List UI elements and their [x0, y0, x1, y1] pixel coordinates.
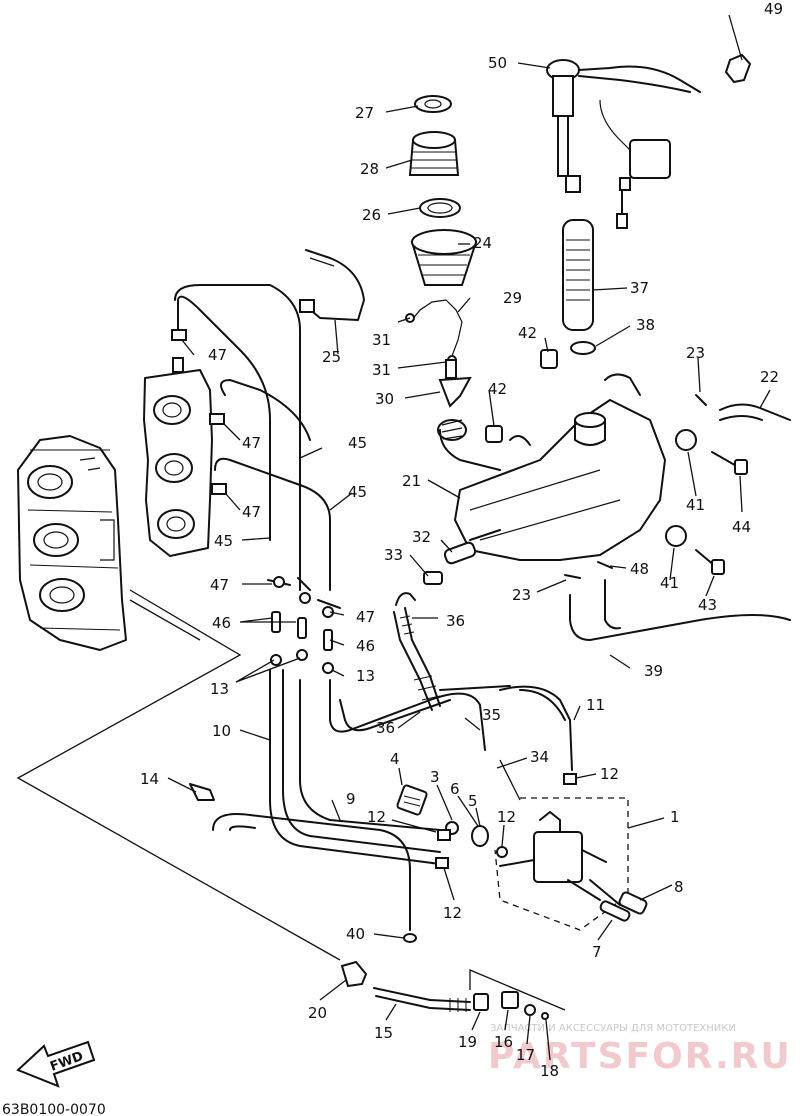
callout-14: 14	[140, 770, 159, 788]
callout-46: 46	[212, 614, 231, 632]
callout-20: 20	[308, 1004, 327, 1022]
callout-46: 46	[356, 637, 375, 655]
callout-38: 38	[636, 316, 655, 334]
callout-47: 47	[242, 503, 261, 521]
callout-22: 22	[760, 368, 779, 386]
small-hardware	[423, 349, 791, 585]
callout-16: 16	[494, 1033, 513, 1051]
fuel-hoses-lower	[212, 669, 441, 943]
callout-35: 35	[482, 706, 501, 724]
callout-13: 13	[356, 667, 375, 685]
callout-17: 17	[516, 1046, 535, 1064]
fuel-hose-36	[393, 592, 441, 711]
callout-12: 12	[367, 808, 386, 826]
callout-28: 28	[360, 160, 379, 178]
fuel-hoses-right	[329, 579, 791, 771]
callout-25: 25	[322, 348, 341, 366]
callout-8: 8	[674, 878, 684, 896]
callout-4: 4	[390, 750, 400, 768]
fuel-level-sender-50	[546, 53, 752, 229]
fuel-inlet-hose-15	[340, 960, 549, 1020]
callout-10: 10	[212, 722, 231, 740]
callout-48: 48	[630, 560, 649, 578]
callout-13: 13	[210, 680, 229, 698]
callout-41: 41	[686, 496, 705, 514]
callout-27: 27	[355, 104, 374, 122]
callout-47: 47	[208, 346, 227, 364]
callout-1: 1	[670, 808, 680, 826]
engine-block	[17, 435, 127, 651]
callout-44: 44	[732, 518, 751, 536]
filler-cap-assembly	[408, 95, 478, 286]
callout-36: 36	[376, 719, 395, 737]
callout-19: 19	[458, 1033, 477, 1051]
callout-11: 11	[586, 696, 605, 714]
callout-12: 12	[497, 808, 516, 826]
guide-lines	[16, 589, 566, 1011]
callout-23: 23	[686, 344, 705, 362]
callout-36: 36	[446, 612, 465, 630]
callout-31: 31	[372, 331, 391, 349]
callout-9: 9	[346, 790, 356, 808]
forward-direction-badge: FWD	[16, 1040, 96, 1088]
callout-47: 47	[356, 608, 375, 626]
callout-26: 26	[362, 206, 381, 224]
callout-30: 30	[375, 390, 394, 408]
diagram-code: 63B0100-0070	[2, 1102, 106, 1116]
callout-50: 50	[488, 54, 507, 72]
watermark-line1: ЗАПЧАСТИ И АКСЕССУАРЫ ДЛЯ МОТОТЕХНИКИ	[490, 1023, 736, 1034]
callout-12: 12	[600, 765, 619, 783]
callout-41: 41	[660, 574, 679, 592]
strap-and-chain	[299, 249, 472, 408]
callout-23: 23	[512, 586, 531, 604]
callout-3: 3	[430, 768, 440, 786]
callout-45: 45	[348, 483, 367, 501]
callout-18: 18	[540, 1062, 559, 1080]
callout-32: 32	[412, 528, 431, 546]
vapor-separator-tank-21	[437, 373, 666, 561]
callout-15: 15	[374, 1024, 393, 1042]
callout-7: 7	[592, 943, 602, 961]
callout-42: 42	[518, 324, 537, 342]
callout-12: 12	[443, 904, 462, 922]
callout-43: 43	[698, 596, 717, 614]
callout-31: 31	[372, 361, 391, 379]
callout-45: 45	[348, 434, 367, 452]
callout-49: 49	[764, 0, 783, 18]
callout-labels: 49 50 27 28 26 24 29 37 38 42 31 25 31 2…	[140, 0, 783, 1080]
fuel-filter-37	[562, 219, 596, 355]
intake-manifold	[143, 357, 213, 557]
watermark: ЗАПЧАСТИ И АКСЕССУАРЫ ДЛЯ МОТОТЕХНИКИ PA…	[488, 1023, 792, 1077]
callout-37: 37	[630, 279, 649, 297]
fuel-pump-assembly-1	[396, 773, 648, 931]
callout-5: 5	[468, 792, 478, 810]
leader-lines	[167, 14, 771, 1061]
callout-45: 45	[214, 532, 233, 550]
callout-33: 33	[384, 546, 403, 564]
callout-39: 39	[644, 662, 663, 680]
callout-34: 34	[530, 748, 549, 766]
callout-40: 40	[346, 925, 365, 943]
fuel-hose-45	[174, 284, 331, 591]
callout-21: 21	[402, 472, 421, 490]
callout-24: 24	[473, 234, 492, 252]
watermark-line2: PARTSFOR.RU	[488, 1036, 792, 1077]
callout-42: 42	[488, 380, 507, 398]
callout-47: 47	[242, 434, 261, 452]
callout-47: 47	[210, 576, 229, 594]
callout-29: 29	[503, 289, 522, 307]
callout-6: 6	[450, 780, 460, 798]
